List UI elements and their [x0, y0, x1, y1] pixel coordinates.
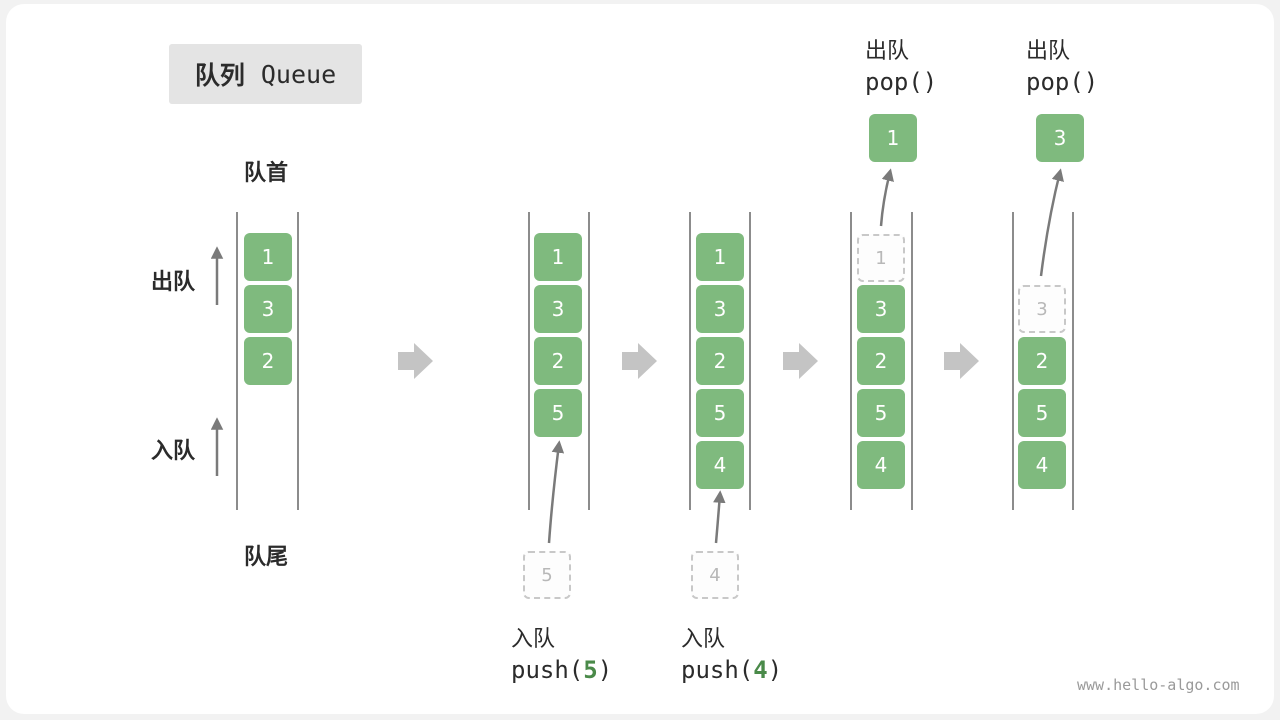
watermark: www.hello-algo.com: [1077, 676, 1240, 694]
title-en: Queue: [260, 59, 337, 89]
pop-3-arrow: [1039, 168, 1064, 277]
queue-wall: [236, 212, 238, 510]
title-cn: 队列: [194, 61, 245, 90]
queue-cell: 5: [696, 389, 744, 437]
queue-wall: [749, 212, 751, 510]
queue-wall: [850, 212, 852, 510]
front-label: 队首: [244, 161, 289, 186]
ghost-cell: 1: [857, 234, 905, 282]
ghost-cell: 3: [1018, 285, 1066, 333]
queue-cell: 4: [696, 441, 744, 489]
queue-wall: [689, 212, 691, 510]
pop-3-code: pop(): [1026, 68, 1099, 96]
step-arrow: [944, 343, 979, 379]
enqueue-label: 入队: [151, 439, 196, 464]
title-box: 队列 Queue: [169, 44, 362, 104]
queue-cell: 5: [534, 389, 582, 437]
pop-1-code: pop(): [865, 68, 938, 96]
queue-cell: 5: [1018, 389, 1066, 437]
queue-wall: [911, 212, 913, 510]
queue-cell: 2: [534, 337, 582, 385]
queue-cell: 1: [244, 233, 292, 281]
queue-wall: [588, 212, 590, 510]
queue-cell: 4: [857, 441, 905, 489]
pop-3-caption: 出队: [1026, 39, 1071, 64]
push-5-caption: 入队: [511, 627, 556, 652]
queue-cell: 2: [696, 337, 744, 385]
queue-cell: 2: [857, 337, 905, 385]
queue-cell: 3: [857, 285, 905, 333]
step-arrow: [783, 343, 818, 379]
pop-1-arrow: [879, 168, 894, 227]
popped-cell: 1: [869, 114, 917, 162]
push-4-caption: 入队: [681, 627, 726, 652]
step-arrow: [398, 343, 433, 379]
dequeue-label: 出队: [151, 270, 196, 295]
queue-cell: 1: [696, 233, 744, 281]
push-4-code: push(4): [681, 656, 783, 684]
step-arrow: [622, 343, 657, 379]
queue-wall: [297, 212, 299, 510]
pop-1-caption: 出队: [865, 39, 910, 64]
push-5-arrow: [547, 440, 565, 544]
queue-wall: [1012, 212, 1014, 510]
popped-cell: 3: [1036, 114, 1084, 162]
ghost-cell: 4: [691, 551, 739, 599]
push-4-arrow: [713, 490, 726, 544]
queue-cell: 1: [534, 233, 582, 281]
ghost-cell: 5: [523, 551, 571, 599]
queue-cell: 3: [244, 285, 292, 333]
queue-cell: 3: [534, 285, 582, 333]
queue-cell: 4: [1018, 441, 1066, 489]
queue-cell: 3: [696, 285, 744, 333]
push-5-code: push(5): [511, 656, 613, 684]
queue-cell: 2: [1018, 337, 1066, 385]
queue-cell: 2: [244, 337, 292, 385]
queue-wall: [528, 212, 530, 510]
queue-cell: 5: [857, 389, 905, 437]
rear-label: 队尾: [244, 545, 289, 570]
queue-wall: [1072, 212, 1074, 510]
